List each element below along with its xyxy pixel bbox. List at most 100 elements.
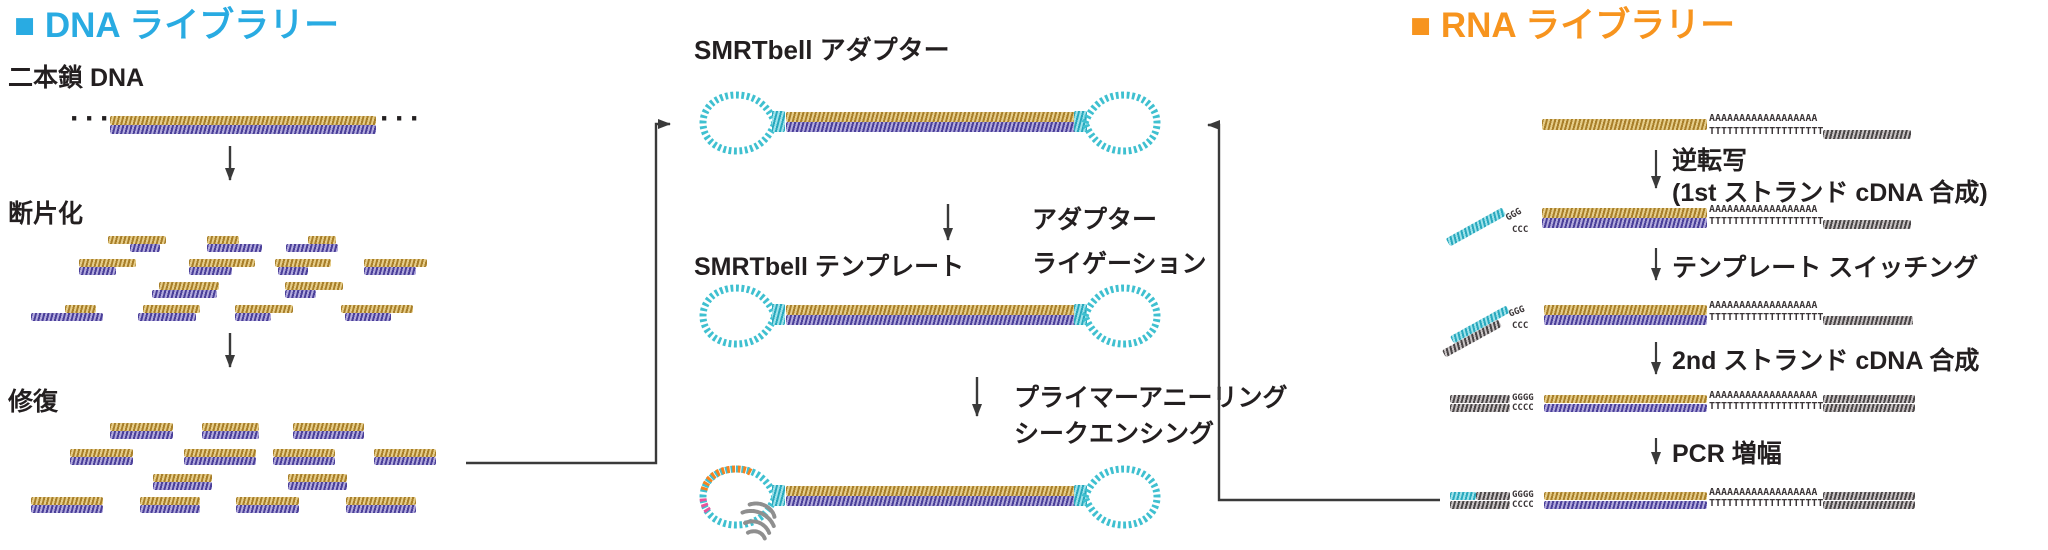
fragmentation-label: 断片化 <box>8 200 84 228</box>
fragment-top-strand <box>70 449 133 457</box>
poly-a-tail: AAAAAAAAAAAAAAAAAA <box>1709 300 1818 311</box>
fragment-bottom-strand <box>31 505 103 513</box>
sequencing-left-junction <box>772 485 785 506</box>
fragment-bottom-strand <box>31 313 103 321</box>
fragment-bottom-strand <box>235 313 271 321</box>
adapter-duplex-top-cyan <box>1450 492 1476 500</box>
dsdna-bottom-strand <box>110 125 376 134</box>
fragment-top-strand <box>189 259 255 267</box>
adapter-duplex-bottom <box>1450 501 1510 509</box>
adapter-ligation-label-line1: アダプター <box>1032 206 1158 234</box>
cdna-ccc: CCC <box>1512 225 1529 235</box>
fragment-top-strand <box>341 305 413 313</box>
polymerase-stroke <box>745 529 767 541</box>
adapter-duplex-bottom <box>1450 404 1510 412</box>
fragment-top-strand <box>288 474 347 482</box>
loop-ring <box>1081 91 1161 155</box>
poly-a-tail: AAAAAAAAAAAAAAAAAA <box>1709 204 1818 215</box>
smrtbell-template-left-loop-icon <box>699 284 779 348</box>
smrtbell-template-label: SMRTbell テンプレート <box>694 253 965 281</box>
mrna-strand <box>1542 119 1707 130</box>
fragment-top-strand <box>364 259 427 267</box>
fragment-bottom-strand <box>236 505 299 513</box>
fragment-top-strand <box>108 236 166 244</box>
ds-cdna-bottom-strand <box>1544 404 1707 412</box>
pcr-product-top-strand <box>1544 492 1707 500</box>
sequencing-primer-icon <box>700 465 754 492</box>
loop-ring <box>699 284 779 348</box>
fragment-top-strand <box>308 236 336 244</box>
cccc-seq: CCCC <box>1512 403 1534 413</box>
primer-annealing-label: プライマーアニーリング <box>1014 384 1288 412</box>
fragment-bottom-strand <box>278 267 308 275</box>
fragment-top-strand <box>31 497 103 505</box>
template-left-junction <box>772 304 785 325</box>
sequencing-label: シークエンシング <box>1014 420 1215 448</box>
fragment-top-strand <box>79 259 136 267</box>
second-strand-cdna-label: 2nd ストランド cDNA 合成 <box>1672 347 1980 375</box>
adapter-insert-bottom-strand <box>786 122 1076 132</box>
fragment-bottom-strand <box>364 267 416 275</box>
adapter-insert-top-strand <box>786 112 1076 122</box>
adapter-duplex-top <box>1450 395 1510 403</box>
fragment-bottom-strand <box>202 431 259 439</box>
fragment-bottom-strand <box>286 244 338 252</box>
fragment-bottom-strand <box>153 482 212 490</box>
primer-pink-segment-icon <box>699 496 711 514</box>
fragment-bottom-strand <box>140 505 200 513</box>
oligo-dt-primer: TTTTTTTTTTTTTTTTTTT <box>1709 216 1824 227</box>
fragment-bottom-strand <box>110 431 173 439</box>
template-insert-bottom-strand <box>786 315 1076 325</box>
fragment-top-strand <box>207 236 239 244</box>
loop-ring <box>1081 465 1161 529</box>
polymerase-stroke <box>740 508 776 529</box>
rna-to-adapter-connector <box>1207 120 1440 502</box>
fragment-top-strand <box>140 497 200 505</box>
oligo-dt-primer: TTTTTTTTTTTTTTTTTTT <box>1709 126 1824 137</box>
dna-library-header: ■ DNA ライブラリー <box>14 6 340 45</box>
primer-adapter-strand <box>1823 130 1911 139</box>
adapter-left-junction <box>772 111 785 132</box>
fragment-top-strand <box>273 449 335 457</box>
poly-a-tail: AAAAAAAAAAAAAAAAAA <box>1709 390 1818 401</box>
adapter-duplex-bottom <box>1823 404 1915 412</box>
repair-label: 修復 <box>8 388 59 416</box>
rna-library-header: ■ RNA ライブラリー <box>1410 6 1736 45</box>
adapter-ligation-label-line2: ライゲーション <box>1032 250 1207 278</box>
fragment-bottom-strand <box>374 457 436 465</box>
cccc-seq: CCCC <box>1512 500 1534 510</box>
fragment-top-strand <box>236 497 299 505</box>
dsdna-label: 二本鎖 DNA <box>8 64 145 92</box>
dna-to-adapter-connector <box>466 119 671 465</box>
fragment-bottom-strand <box>184 457 256 465</box>
fragment-top-strand <box>159 282 219 290</box>
oligo-dt-primer: TTTTTTTTTTTTTTTTTTT <box>1709 498 1824 509</box>
fragment-top-strand <box>110 423 173 431</box>
smrtbell-adapter-title: SMRTbell アダプター <box>694 35 950 65</box>
fragment-top-strand <box>285 282 343 290</box>
fragment-bottom-strand <box>70 457 133 465</box>
tso-ggg: GGG <box>1504 206 1524 224</box>
fragment-bottom-strand <box>152 290 217 298</box>
fragment-bottom-strand <box>288 482 347 490</box>
fragment-bottom-strand <box>285 290 316 298</box>
fragment-top-strand <box>275 259 331 267</box>
oligo-dt-primer: TTTTTTTTTTTTTTTTTTT <box>1709 401 1824 412</box>
template-insert-top-strand <box>786 305 1076 315</box>
poly-a-tail: AAAAAAAAAAAAAAAAAA <box>1709 487 1818 498</box>
tso-ggg: GGG <box>1507 304 1527 320</box>
first-cdna-strand <box>1542 218 1707 228</box>
polymerase-icon <box>740 501 777 541</box>
primer-adapter-strand <box>1823 316 1913 325</box>
gggg-seq: GGGG <box>1512 490 1534 500</box>
oligo-dt-primer: TTTTTTTTTTTTTTTTTTT <box>1709 312 1824 323</box>
adapter-duplex-top <box>1476 492 1510 500</box>
polymerase-stroke <box>747 501 777 520</box>
fragment-top-strand <box>293 423 364 431</box>
tso-strand <box>1445 207 1507 247</box>
fragment-bottom-strand <box>293 431 364 439</box>
first-strand-cdna-label: (1st ストランド cDNA 合成) <box>1672 179 1988 207</box>
fragment-bottom-strand <box>345 313 391 321</box>
loop-ring <box>1081 284 1161 348</box>
dsdna-left-ellipsis: ··· <box>70 102 115 135</box>
